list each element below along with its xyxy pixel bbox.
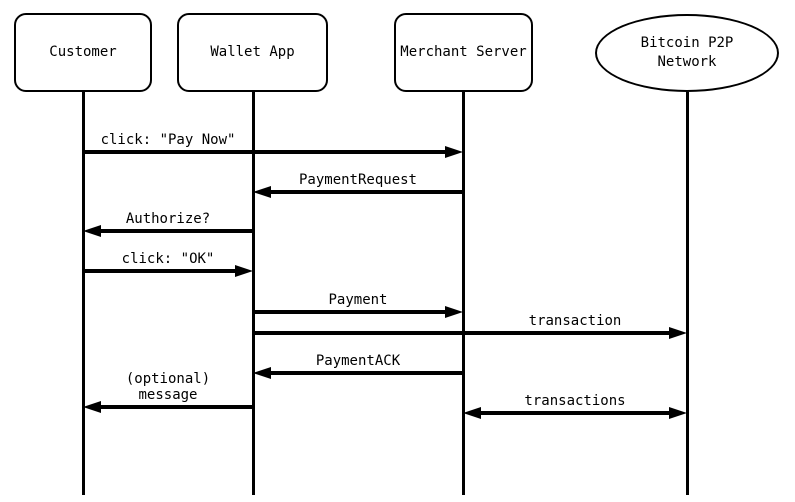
arrowhead-left-icon xyxy=(463,407,481,419)
message-click-ok-label: click: "OK" xyxy=(121,251,215,267)
lifeline-merchant-server xyxy=(461,92,465,495)
message-authorize-line xyxy=(101,229,253,233)
message-optional-message-label: (optional) message xyxy=(125,371,211,403)
message-click-ok-line xyxy=(83,269,235,273)
message-payment-ack-label: PaymentACK xyxy=(315,353,401,369)
arrowhead-right-icon xyxy=(669,327,687,339)
lifeline-customer xyxy=(81,92,85,495)
message-payment-label: Payment xyxy=(328,292,388,308)
lifeline-bitcoin-p2p-network xyxy=(685,92,689,495)
arrowhead-right-icon xyxy=(235,265,253,277)
message-payment-request-label: PaymentRequest xyxy=(298,172,417,188)
arrowhead-right-icon xyxy=(669,407,687,419)
arrowhead-right-icon xyxy=(445,146,463,158)
message-transaction-label: transaction xyxy=(528,313,622,329)
message-payment-ack-line xyxy=(271,371,463,375)
arrowhead-right-icon xyxy=(445,306,463,318)
message-click-pay-now-label: click: "Pay Now" xyxy=(100,132,236,148)
message-payment-request-line xyxy=(271,190,463,194)
actor-merchant-server-label: Merchant Server xyxy=(400,44,527,60)
lifeline-wallet-app xyxy=(251,92,255,495)
actor-wallet-app: Wallet App xyxy=(177,13,328,92)
message-click-pay-now-line xyxy=(83,150,445,154)
actor-merchant-server: Merchant Server xyxy=(394,13,533,92)
arrowhead-left-icon xyxy=(83,401,101,413)
message-transaction-line xyxy=(253,331,669,335)
message-transactions-label: transactions xyxy=(524,393,626,409)
message-payment-line xyxy=(253,310,445,314)
actor-wallet-app-label: Wallet App xyxy=(210,44,295,60)
arrowhead-left-icon xyxy=(253,367,271,379)
actor-customer: Customer xyxy=(14,13,152,92)
actor-bitcoin-p2p-network: Bitcoin P2P Network xyxy=(595,14,779,92)
arrowhead-left-icon xyxy=(83,225,101,237)
message-optional-message-line xyxy=(101,405,253,409)
actor-bitcoin-p2p-network-label: Bitcoin P2P Network xyxy=(640,35,734,70)
actor-customer-label: Customer xyxy=(49,44,117,60)
message-transactions-line xyxy=(481,411,669,415)
arrowhead-left-icon xyxy=(253,186,271,198)
message-authorize-label: Authorize? xyxy=(125,211,211,227)
